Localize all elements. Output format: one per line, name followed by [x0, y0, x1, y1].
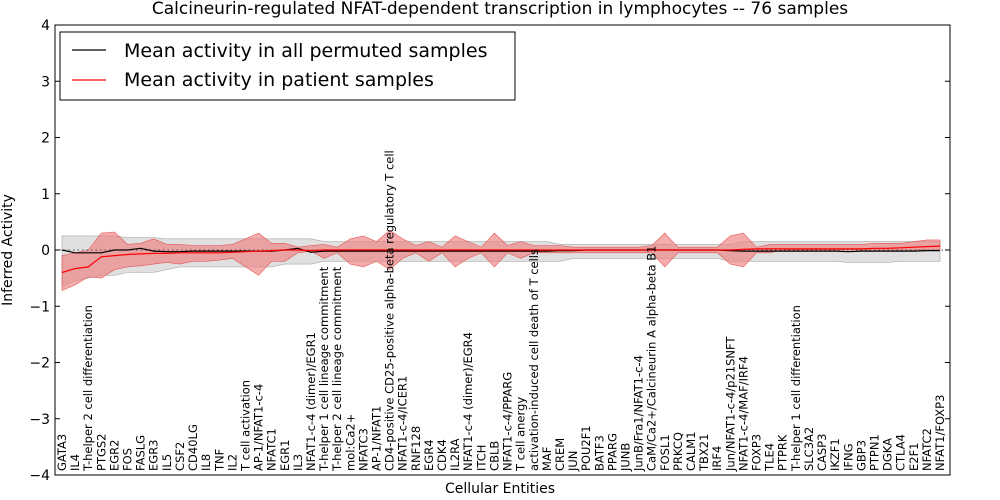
x-tick-label: CALM1: [684, 431, 698, 471]
x-tick-label: CD40LG: [186, 424, 200, 471]
x-tick-label: T-helper 2 cell differentiation: [81, 305, 95, 472]
y-tick-label: −1: [29, 299, 50, 315]
x-tick-label: IL4: [68, 454, 82, 471]
x-tick-label: IL8: [199, 454, 213, 471]
x-tick-label: PPARG: [605, 433, 619, 471]
x-tick-label: EGR4: [422, 439, 436, 471]
plot-frame: [54, 24, 951, 476]
x-tick-label: T-helper 1 cell differentiation: [789, 305, 803, 472]
x-tick-label: IL5: [160, 454, 174, 471]
x-tick-label: ITCH: [474, 445, 488, 471]
y-tick-label: 4: [41, 18, 50, 34]
x-tick-label: JUNB: [619, 443, 633, 472]
x-tick-label: NFAT1-c-4 (dimer)/EGR1: [304, 332, 318, 471]
x-tick-label: TBX21: [697, 434, 711, 472]
x-tick-label: CTLA4: [894, 434, 908, 471]
x-tick-label: NFATC3: [356, 428, 370, 471]
legend-label-permuted: Mean activity in all permuted samples: [124, 40, 487, 62]
series-line-permuted: [61, 247, 940, 254]
x-tick-label: T cell activation: [239, 380, 253, 472]
x-tick-label: RNF128: [409, 426, 423, 471]
chart-title: Calcineurin-regulated NFAT-dependent tra…: [152, 0, 848, 19]
legend-label-patient: Mean activity in patient samples: [124, 69, 434, 91]
confidence-bands: [61, 229, 941, 291]
x-tick-label: EGR3: [147, 439, 161, 471]
x-tick-label: T-helper 2 cell lineage commitment: [330, 266, 344, 472]
x-tick-label: IKZF1: [828, 438, 842, 471]
x-tick-label: TNF: [212, 449, 226, 472]
x-tick-label: NFATC1: [265, 428, 279, 471]
x-tick-label: NFAT1-c-4/MAF/IRF4: [736, 356, 750, 471]
x-tick-label: Jun/NFAT1-c-4/p21SNFT: [723, 336, 737, 472]
x-tick-label: T cell anergy: [514, 397, 528, 472]
x-tick-label: GBP3: [854, 440, 868, 471]
x-tick-label: PTPN1: [868, 434, 882, 471]
x-tick-label: NFAT1-c-4 (dimer)/EGR4: [461, 332, 475, 471]
x-tick-label: IFNG: [841, 444, 855, 472]
x-tick-label: NFATC2: [920, 428, 934, 471]
x-tick-label: AP-1/NFAT1: [370, 406, 384, 471]
x-tick-label: EGR1: [278, 440, 292, 472]
series-line-patient: [61, 245, 941, 274]
x-tick-label: IL2RA: [448, 438, 462, 471]
x-tick-label: CaM/Ca2+/Calcineurin A alpha-beta B1: [645, 246, 659, 471]
x-tick-label: IL2: [225, 454, 239, 471]
x-tick-label: CBLB: [487, 441, 501, 471]
y-tick-label: −2: [29, 356, 50, 372]
x-tick-label: mol:Ca2+: [343, 414, 357, 471]
x-tick-label: CASP3: [815, 434, 829, 471]
x-tick-label: DGKA: [881, 438, 895, 471]
x-tick-label: CD4-positive CD25-positive alpha-beta re…: [383, 150, 397, 471]
y-tick-label: −3: [29, 412, 50, 428]
x-tick-label: CSF2: [173, 442, 187, 471]
x-tick-label: EGR2: [107, 439, 121, 471]
y-tick-label: 0: [41, 243, 50, 259]
x-tick-label: CDK4: [435, 439, 449, 471]
x-tick-label: NFAT1-c-4/ICER1: [396, 376, 410, 471]
y-tick-label: 1: [41, 187, 50, 203]
x-tick-label: TLE4: [763, 443, 777, 472]
x-tick-label: FOS: [121, 448, 135, 471]
y-tick-label: 3: [41, 74, 50, 90]
x-tick-label: POU2F1: [579, 425, 593, 471]
x-tick-label: IL3: [291, 454, 305, 471]
x-tick-label: E2F1: [907, 442, 921, 471]
y-axis: −4 −3 −2 −1 0 1 2 3 4: [29, 18, 950, 484]
x-tick-label: MAF: [540, 447, 554, 471]
x-tick-label: JunB/Fra1/NFAT1-c-4: [632, 355, 646, 472]
x-tick-label: FOXP3: [750, 434, 764, 471]
x-tick-label: PRKCQ: [671, 432, 685, 471]
x-tick-label: FOSL1: [658, 434, 672, 471]
x-tick-label: JUN: [566, 451, 580, 472]
x-tick-label: BATF3: [592, 435, 606, 471]
x-tick-label: AP-1/NFAT1-c-4: [252, 384, 266, 471]
x-tick-label: IRF4: [710, 446, 724, 471]
x-axis-label: Cellular Entities: [445, 481, 555, 497]
legend: Mean activity in all permuted samples Me…: [59, 31, 516, 101]
legend-box: [59, 31, 516, 101]
x-tick-label: T-helper 1 cell lineage commitment: [317, 266, 331, 472]
x-tick-label: NFAT1-c-4/PPARG: [501, 372, 515, 471]
series-lines: [61, 245, 941, 274]
y-axis-label: Inferred Activity: [0, 194, 16, 306]
x-tick-label: activation-induced cell death of T cells: [527, 249, 541, 471]
x-tick-label: CREM: [553, 438, 567, 471]
y-tick-label: 2: [41, 131, 50, 147]
y-tick-label: −4: [29, 468, 50, 484]
x-tick-label: NFAT1/FOXP3: [933, 395, 947, 471]
x-tick-label: GATA3: [55, 434, 69, 471]
x-tick-label: PTGS2: [94, 433, 108, 471]
x-tick-label: SLC3A2: [802, 427, 816, 471]
x-tick-label: FASLG: [134, 435, 148, 471]
x-tick-label: PTPRK: [776, 434, 790, 471]
